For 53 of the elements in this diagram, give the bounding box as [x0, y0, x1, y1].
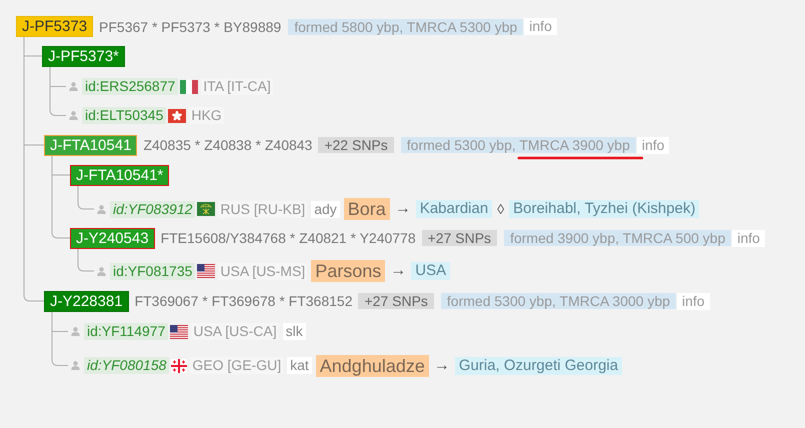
country-code: HKG	[189, 107, 224, 124]
age-estimate: formed 5300 ybp, TMRCA 3000 ybp	[440, 293, 676, 309]
surname: Bora	[344, 198, 390, 220]
tree-branch-line	[24, 36, 44, 302]
arrow-symbol: →	[434, 356, 450, 374]
origin-place: Kabardian	[416, 200, 492, 218]
tree-branch-line	[50, 66, 66, 116]
sample-id: id:YF081735	[110, 262, 196, 280]
country-code: USA [US-CA]	[191, 323, 279, 340]
clade-label: J-Y240543	[70, 228, 155, 248]
country-code: RUS [RU-KB]	[218, 200, 308, 218]
language-code: slk	[282, 323, 306, 340]
country-code: GEO [GE-GU]	[190, 357, 284, 374]
sample-id: id:YF114977	[84, 323, 168, 340]
sample-id: id:ERS256877	[82, 78, 178, 95]
tree-branch-line	[52, 155, 70, 238]
origin-place: Guria, Ozurgeti Georgia	[454, 356, 622, 374]
country-code: ITA [IT-CA]	[201, 78, 273, 95]
snp-count: +27 SNPs	[422, 230, 498, 246]
tree-branch-line	[78, 248, 94, 272]
snp-count: +22 SNPs	[318, 137, 394, 153]
language-code: kat	[287, 357, 312, 374]
origin-place: Boreihabl, Tyzhei (Kishpek)	[509, 200, 700, 218]
age-estimate: formed 3900 ybp, TMRCA 500 ybp	[504, 230, 732, 246]
age-estimate: formed 5800 ybp, TMRCA 5300 ybp	[288, 18, 524, 34]
tree-branch-line	[52, 311, 68, 366]
country-code: USA [US-MS]	[218, 262, 308, 280]
tree-branch-line	[78, 185, 94, 210]
snp-list: FTE15608/Y384768 * Z40821 * Y240778	[160, 230, 416, 246]
clade-label: J-FTA10541	[44, 134, 138, 156]
clade-label: J-Y228381	[44, 290, 129, 312]
language-code: ady	[311, 200, 340, 218]
clade-label: J-FTA10541*	[70, 164, 170, 186]
surname: Parsons	[311, 260, 386, 282]
snp-count: +27 SNPs	[358, 293, 434, 309]
snp-list: PF5367 * PF5373 * BY89889	[99, 18, 282, 34]
clade-label: J-PF5373*	[42, 46, 125, 66]
arrow-symbol: →	[390, 262, 406, 280]
snp-list: FT369067 * FT369678 * FT368152	[134, 293, 352, 309]
sample-id: id:YF080158	[84, 357, 170, 374]
clade-label: J-PF5373	[16, 16, 94, 37]
sample-id: id:ELT50345	[82, 107, 166, 124]
info-link: info	[636, 136, 670, 154]
info-link: info	[732, 230, 765, 246]
separator-symbol: ◊	[497, 201, 504, 217]
info-link: info	[677, 292, 710, 310]
sample-id: id:YF083912	[110, 200, 196, 218]
surname: Andghuladze	[316, 354, 429, 376]
origin-place: USA	[411, 262, 450, 280]
snp-list: Z40835 * Z40838 * Z40843	[143, 137, 312, 153]
arrow-symbol: →	[394, 200, 411, 218]
info-link: info	[524, 18, 557, 35]
age-estimate: formed 5300 ybp, TMRCA 3900 ybp	[400, 137, 636, 153]
